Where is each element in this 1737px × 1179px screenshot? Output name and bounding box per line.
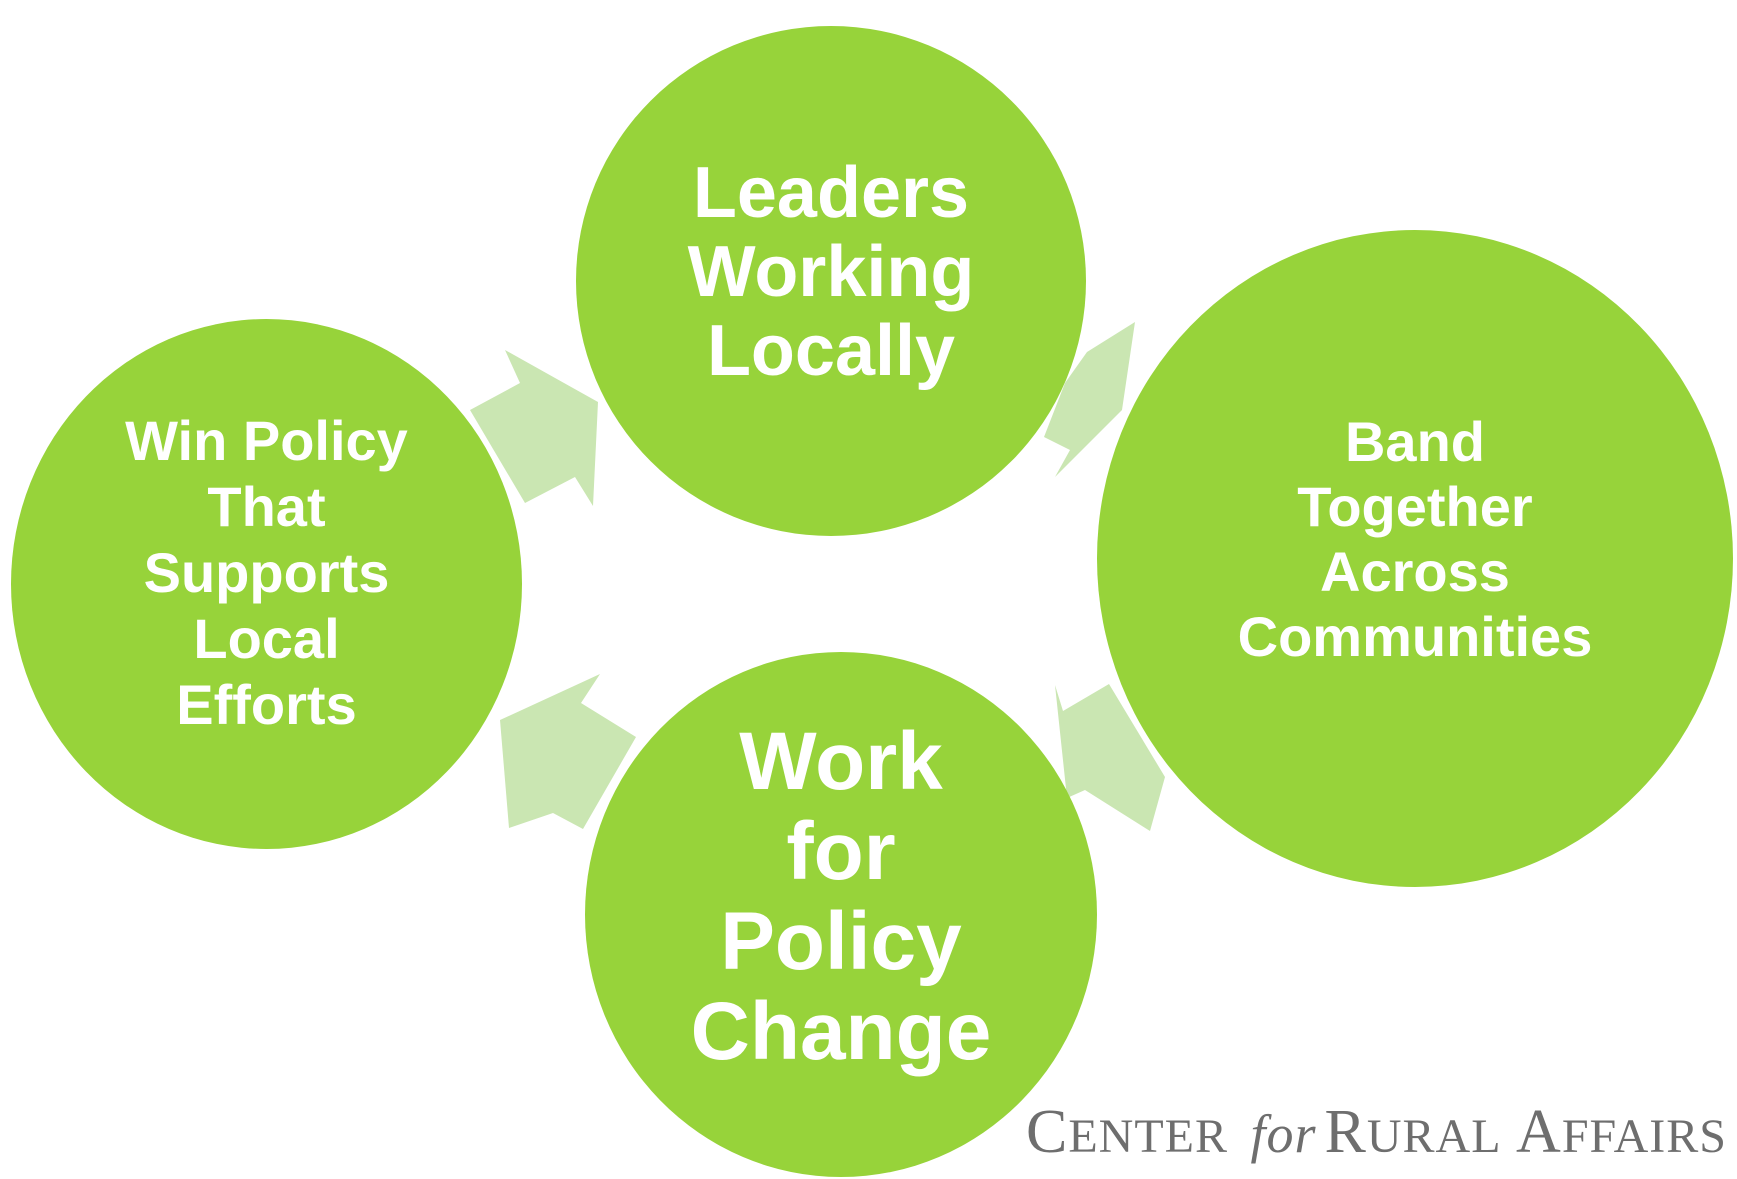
logo-c: C (1025, 1098, 1069, 1166)
arrow-right-to-bottom (1055, 684, 1165, 831)
node-label: Win Policy That Supports Local Efforts (125, 409, 408, 736)
node-work-for-policy-change: Work for Policy Change (585, 652, 1097, 1177)
node-label: Band Together Across Communities (1237, 409, 1593, 668)
logo-enter: ENTER (1068, 1110, 1228, 1163)
logo-for: for (1250, 1104, 1317, 1164)
logo-a: A (1516, 1098, 1562, 1166)
arrow-top-to-right (1044, 322, 1135, 477)
node-win-policy: Win Policy That Supports Local Efforts (11, 319, 522, 849)
logo-ural: URAL (1366, 1110, 1502, 1163)
node-label: Work for Policy Change (690, 715, 992, 1077)
node-band-together: Band Together Across Communities (1097, 230, 1733, 887)
node-label: Leaders Working Locally (687, 152, 975, 391)
logo-ffairs: FFAIRS (1561, 1110, 1727, 1163)
arrow-left-to-top (470, 350, 598, 506)
logo-r: R (1324, 1098, 1367, 1166)
arrow-bottom-to-left (500, 674, 636, 829)
node-leaders-working-locally: Leaders Working Locally (576, 26, 1086, 536)
